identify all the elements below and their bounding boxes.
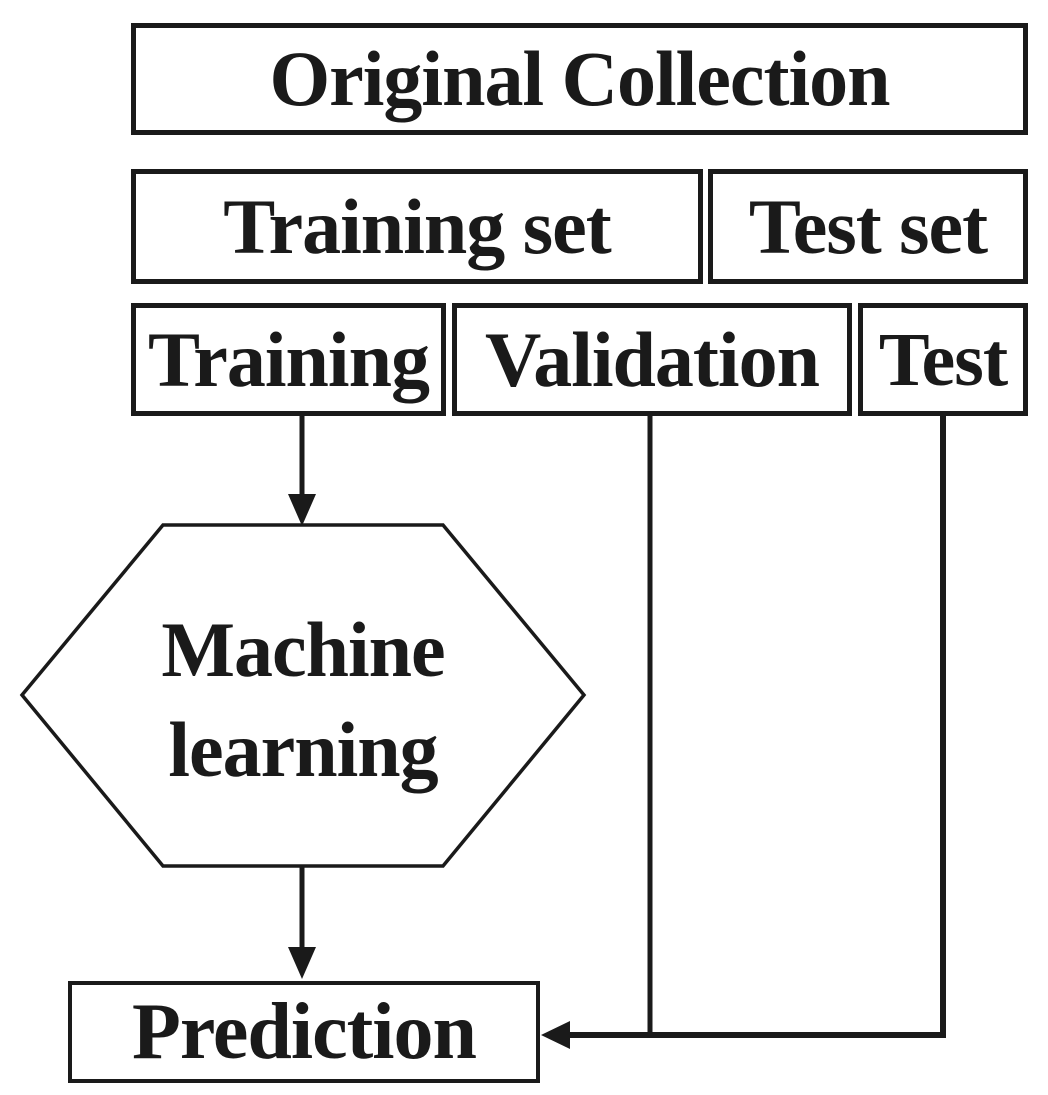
node-training: Training [131, 303, 446, 416]
arrowhead-down-icon [288, 494, 316, 526]
node-training-set: Training set [131, 169, 703, 284]
node-test-label: Test [878, 317, 1008, 402]
node-test-set-label: Test set [748, 182, 988, 270]
machine-learning-label-line2: learning [168, 706, 438, 793]
node-training-set-label: Training set [223, 182, 611, 270]
node-test-set: Test set [708, 169, 1028, 284]
node-training-label: Training [148, 315, 430, 403]
machine-learning-label-line1: Machine [161, 606, 445, 693]
node-original-collection-label: Original Collection [269, 35, 890, 122]
arrowhead-left-icon [541, 1021, 570, 1049]
node-validation-label: Validation [485, 315, 820, 403]
node-original-collection: Original Collection [131, 23, 1028, 135]
node-test: Test [858, 303, 1028, 416]
arrowhead-down-icon [288, 947, 316, 979]
node-prediction-label: Prediction [131, 988, 477, 1076]
machine-learning-hexagon-shape [19, 523, 587, 868]
node-validation: Validation [452, 303, 852, 416]
node-machine-learning: Machine learning [93, 600, 513, 800]
edge-test-to-prediction-line [566, 415, 946, 1038]
node-prediction: Prediction [68, 981, 540, 1083]
